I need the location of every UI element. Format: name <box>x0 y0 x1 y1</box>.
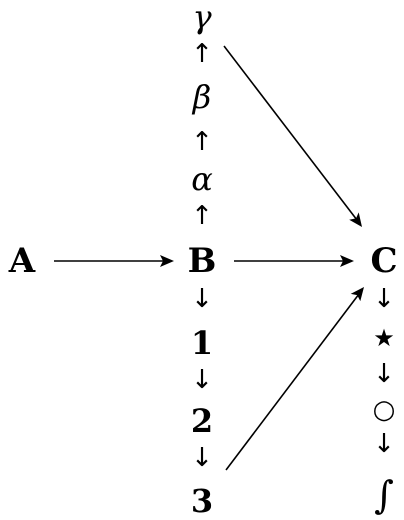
node-three: 3 <box>191 482 213 520</box>
star-icon: ★ <box>373 324 395 352</box>
down-arrow-icon: ↓ <box>373 359 395 389</box>
node-c: C <box>370 241 397 281</box>
node-alpha: α <box>191 160 213 198</box>
node-two: 2 <box>191 402 213 440</box>
edge-b-to-c <box>234 255 354 267</box>
node-gamma: γ <box>192 0 212 36</box>
down-arrow-icon: ↓ <box>373 429 395 459</box>
up-arrow-icon: ↑ <box>191 127 213 157</box>
node-one: 1 <box>191 324 213 362</box>
node-integral: ∫ <box>374 473 394 517</box>
node-b: B <box>188 241 217 281</box>
node-a: A <box>8 241 36 281</box>
down-arrow-icon: ↓ <box>191 443 213 473</box>
circle-icon: ○ <box>373 395 396 425</box>
up-arrow-icon: ↑ <box>191 39 213 69</box>
edge-a-to-b <box>54 255 174 267</box>
down-arrow-icon: ↓ <box>373 284 395 314</box>
edge-gamma-to-c <box>223 45 362 227</box>
node-beta: β <box>192 78 212 116</box>
edge-three-to-c <box>225 287 364 471</box>
down-arrow-icon: ↓ <box>191 365 213 395</box>
down-arrow-icon: ↓ <box>191 284 213 314</box>
up-arrow-icon: ↑ <box>191 201 213 231</box>
